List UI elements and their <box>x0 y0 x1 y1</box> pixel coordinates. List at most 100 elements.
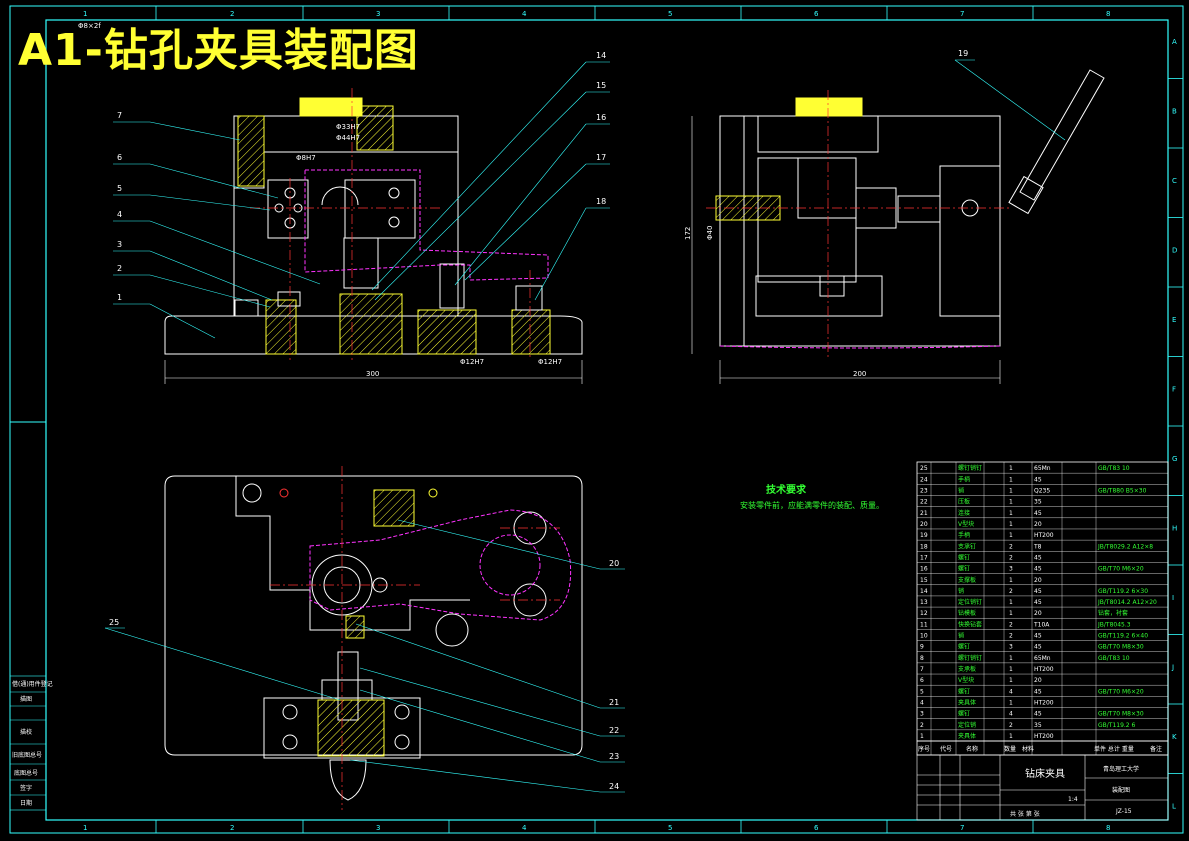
callout-5: 5 <box>117 184 122 193</box>
drawing-scale: 1:4 <box>1068 796 1078 803</box>
callout-21: 21 <box>609 698 619 707</box>
bom-qty: 1 <box>1009 577 1013 584</box>
bom-no: 14 <box>920 588 928 595</box>
bom-material: 20 <box>1034 577 1042 584</box>
bom-material: 45 <box>1034 633 1042 640</box>
bom-no: 23 <box>920 487 928 494</box>
bom-name: 压板 <box>958 498 970 506</box>
bom-no: 24 <box>920 476 928 483</box>
bom-material: T8 <box>1033 543 1042 550</box>
bom-qty: 1 <box>1009 599 1013 606</box>
bom-no: 15 <box>920 577 928 584</box>
bom-header-cell: 名称 <box>966 745 978 753</box>
bom-qty: 4 <box>1009 688 1013 695</box>
bom-material: 45 <box>1034 688 1042 695</box>
grid-col-bottom: 8 <box>1106 824 1110 832</box>
bom-material: HT200 <box>1034 532 1054 539</box>
bom-qty: 1 <box>1009 610 1013 617</box>
callout-25: 25 <box>109 618 119 627</box>
bom-material: 65Mn <box>1034 655 1051 662</box>
grid-row-right: G <box>1172 455 1177 463</box>
callout-14: 14 <box>596 51 606 60</box>
bom-name: V型块 <box>958 676 974 684</box>
side-view <box>691 69 1105 384</box>
bom-std: GB/T70 M6×20 <box>1098 688 1144 695</box>
inner-frame <box>45 19 1169 821</box>
bom-no: 25 <box>920 465 928 472</box>
bom-std: JB/T8029.2 A12×8 <box>1097 543 1153 550</box>
bom-qty: 3 <box>1009 644 1013 651</box>
bom-material: 45 <box>1034 588 1042 595</box>
dim-side-bore: Φ40 <box>706 226 714 240</box>
bom-name: 钻模板 <box>958 609 976 617</box>
bom-material: 20 <box>1034 610 1042 617</box>
bom-name: 定位销 <box>958 721 976 729</box>
dimension-labels: 300 200 172 Φ33H7 Φ44H7 Φ8H7 Φ12H7 Φ12H7… <box>78 22 866 378</box>
bom-no: 13 <box>920 599 928 606</box>
grid-row-right: L <box>1172 803 1176 811</box>
drawing-number: JZ-15 <box>1115 808 1132 815</box>
grid-col-top: 5 <box>668 10 672 18</box>
svg-text:借(通)用件登记: 借(通)用件登记 <box>12 680 53 688</box>
bom-no: 12 <box>920 610 928 617</box>
bom-name: 螺钉 <box>958 553 970 561</box>
bom-qty: 2 <box>1009 722 1013 729</box>
callout-labels: 7 6 5 4 3 2 1 14 15 16 17 18 19 20 21 22… <box>109 49 968 791</box>
grid-row-right: K <box>1172 733 1177 741</box>
bom-name: 定位销钉 <box>958 598 982 606</box>
grid-col-bottom: 1 <box>83 824 87 832</box>
bom-material: T10A <box>1033 621 1050 628</box>
bom-no: 20 <box>920 521 928 528</box>
bom-qty: 4 <box>1009 711 1013 718</box>
bom-std: GB/T880 B5×30 <box>1098 487 1147 494</box>
callout-22: 22 <box>609 726 619 735</box>
bom-header-cell: 单件 总计 重量 <box>1094 745 1134 753</box>
callout-2: 2 <box>117 264 122 273</box>
dim-bore-d: Φ12H7 <box>460 358 484 366</box>
outer-frame <box>9 5 1184 834</box>
bom-std: GB/T119.2 6 <box>1098 722 1136 729</box>
bom-material: HT200 <box>1034 733 1054 740</box>
bom-no: 8 <box>920 655 924 662</box>
bom-std: GB/T70 M8×30 <box>1098 644 1144 651</box>
dim-top-left: Φ8×2f <box>78 22 101 30</box>
grid-row-right: E <box>1172 316 1176 324</box>
tech-req-line: 安装零件前，应能满零件的装配、质量。 <box>740 501 884 510</box>
bom-std: GB/T83 10 <box>1098 465 1130 472</box>
grid-col-top: 2 <box>230 10 234 18</box>
grid-col-top: 4 <box>522 10 527 18</box>
bom-no: 3 <box>920 711 924 718</box>
top-view <box>164 475 583 801</box>
bom-row: 15 支撑板 1 20 <box>920 576 1042 584</box>
bom-qty: 1 <box>1009 733 1013 740</box>
bom-name: 夹具体 <box>958 732 976 740</box>
grid-row-right: I <box>1172 594 1174 602</box>
callout-6: 6 <box>117 153 122 162</box>
bom-name: 快换钻套 <box>958 620 982 628</box>
bom-name: 销 <box>958 486 964 494</box>
bom-name: 手柄 <box>958 531 970 539</box>
callout-1: 1 <box>117 293 122 302</box>
bom-qty: 3 <box>1009 566 1013 573</box>
bom-no: 4 <box>920 700 924 707</box>
bom-name: 螺钉 <box>958 565 970 573</box>
svg-text:旧底图总号: 旧底图总号 <box>12 751 42 759</box>
bom-name: 支承钉 <box>958 542 976 550</box>
bom-name: 支撑板 <box>958 576 976 584</box>
bom-no: 10 <box>920 633 928 640</box>
